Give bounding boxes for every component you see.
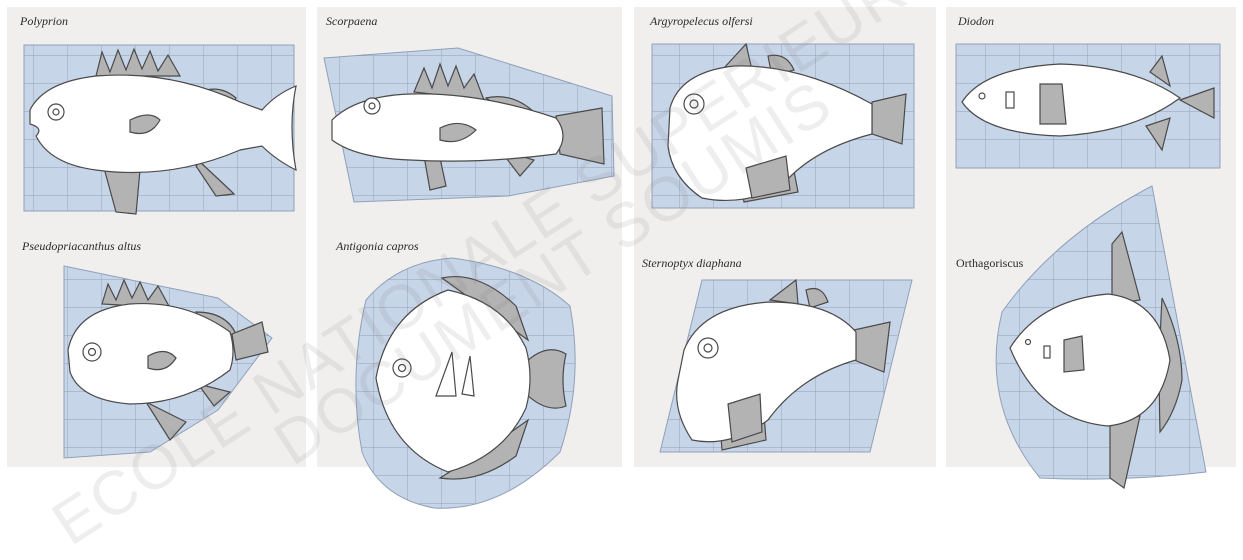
label-sternoptyx: Sternoptyx diaphana	[642, 256, 742, 271]
label-pseudopriacanthus: Pseudopriacanthus altus	[22, 239, 141, 254]
label-antigonia: Antigonia capros	[336, 239, 419, 254]
fish-transformation-diagram	[0, 0, 1243, 515]
label-scorpaena: Scorpaena	[326, 14, 377, 29]
label-orthagoriscus: Orthagoriscus	[956, 256, 1023, 271]
label-argyropelecus: Argyropelecus olfersi	[650, 14, 753, 29]
label-diodon: Diodon	[958, 14, 994, 29]
label-polyprion: Polyprion	[20, 14, 68, 29]
